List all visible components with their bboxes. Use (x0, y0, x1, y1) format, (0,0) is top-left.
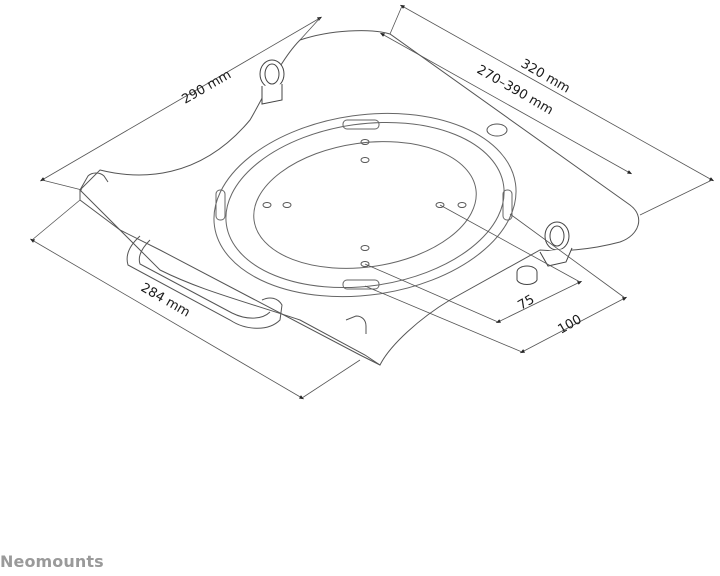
vesa-holes (262, 123, 508, 267)
tray-handle (126, 235, 283, 329)
dimension-290: 290 mm (180, 67, 235, 107)
brand-logo: Neomounts (0, 552, 104, 571)
dimension-lines (29, 4, 715, 400)
dimension-100: 100 (556, 312, 585, 337)
rotating-plate (213, 112, 517, 298)
dimension-75: 75 (516, 292, 538, 313)
dimension-284: 284 mm (138, 280, 193, 320)
